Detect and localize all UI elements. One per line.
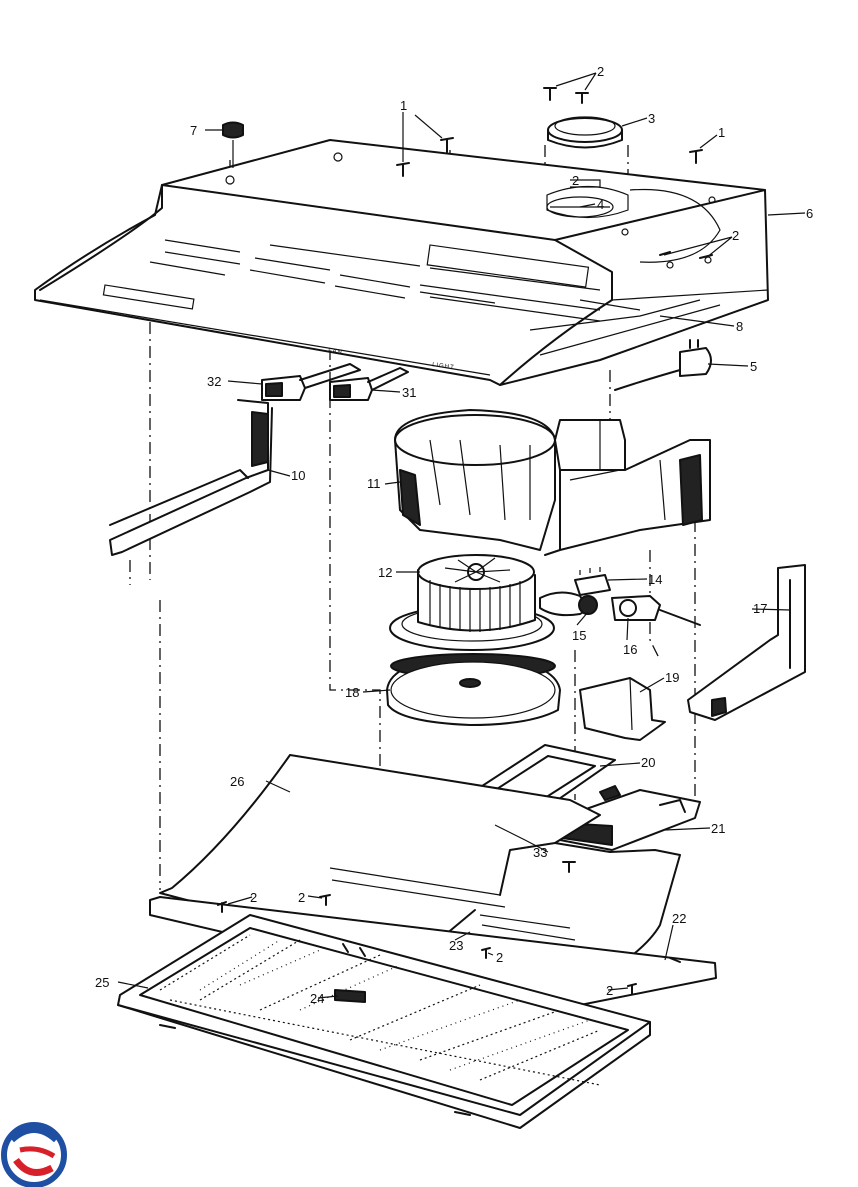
label-25: 25 xyxy=(95,975,109,990)
label-12: 12 xyxy=(378,565,392,580)
label-14: 14 xyxy=(648,572,662,587)
right-bracket xyxy=(687,564,806,721)
label-4: 4 xyxy=(597,197,604,212)
light-panel-text: LIGHT xyxy=(432,362,455,371)
hood-housing: FAN LIGHT xyxy=(34,139,769,386)
label-19: 19 xyxy=(665,670,679,685)
label-16: 16 xyxy=(623,642,637,657)
label-2: 2 xyxy=(496,950,503,965)
label-3: 3 xyxy=(648,111,655,126)
label-6: 6 xyxy=(806,206,813,221)
label-26: 26 xyxy=(230,774,244,789)
brand-logo xyxy=(1,1122,67,1187)
label-33: 33 xyxy=(533,845,547,860)
knob-part xyxy=(222,121,244,168)
label-10: 10 xyxy=(291,468,305,483)
blower-housing xyxy=(394,409,711,556)
switch-assemblies xyxy=(261,363,409,401)
filter-mesh xyxy=(117,914,651,1129)
label-1: 1 xyxy=(400,98,407,113)
label-15: 15 xyxy=(572,628,586,643)
label-22: 22 xyxy=(672,911,686,926)
label-2: 2 xyxy=(250,890,257,905)
grease-filter-disc xyxy=(386,653,561,726)
label-5: 5 xyxy=(750,359,757,374)
label-17: 17 xyxy=(753,601,767,616)
fan-wheel xyxy=(389,554,555,651)
duct-collar xyxy=(547,116,623,149)
label-7: 7 xyxy=(190,123,197,138)
label-2: 2 xyxy=(606,983,613,998)
label-32: 32 xyxy=(207,374,221,389)
label-18: 18 xyxy=(345,685,359,700)
label-2: 2 xyxy=(572,173,579,188)
part-labels: 1 1 2 2 2 2 2 2 2 3 4 5 6 7 8 10 11 12 1… xyxy=(95,64,813,1006)
lamp-parts xyxy=(539,567,701,626)
label-23: 23 xyxy=(449,938,463,953)
label-31: 31 xyxy=(402,385,416,400)
mains-plug xyxy=(614,339,712,391)
screws-lower xyxy=(217,861,681,995)
label-24: 24 xyxy=(310,991,324,1006)
label-2: 2 xyxy=(597,64,604,79)
label-8: 8 xyxy=(736,319,743,334)
light-lens xyxy=(529,299,701,331)
label-20: 20 xyxy=(641,755,655,770)
lamp-bracket xyxy=(579,677,666,741)
label-2: 2 xyxy=(298,890,305,905)
leader-lines xyxy=(117,72,806,999)
left-bracket xyxy=(109,399,273,556)
label-2: 2 xyxy=(732,228,739,243)
fan-panel-text: FAN xyxy=(328,348,343,356)
label-11: 11 xyxy=(367,476,381,491)
label-21: 21 xyxy=(711,821,725,836)
label-1: 1 xyxy=(718,125,725,140)
